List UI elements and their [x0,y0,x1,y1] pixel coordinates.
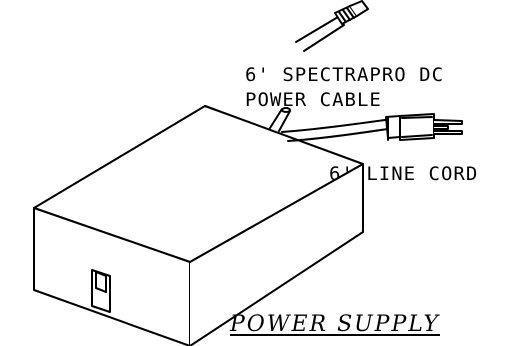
rocker-switch [91,269,111,313]
dc-cable-label-line2: POWER CABLE [245,89,382,111]
line-cord-plug [385,113,463,141]
dc-cable-stub [269,107,291,132]
diagram-title: POWER SUPPLY [230,312,441,337]
dc-cable-connector [295,0,369,52]
power-supply-box [33,105,364,346]
line-cord-label: 6' LINE CORD [329,163,479,185]
dc-cable-label-line1: 6' SPECTRAPRO DC [245,64,445,86]
line-cord [281,118,395,142]
